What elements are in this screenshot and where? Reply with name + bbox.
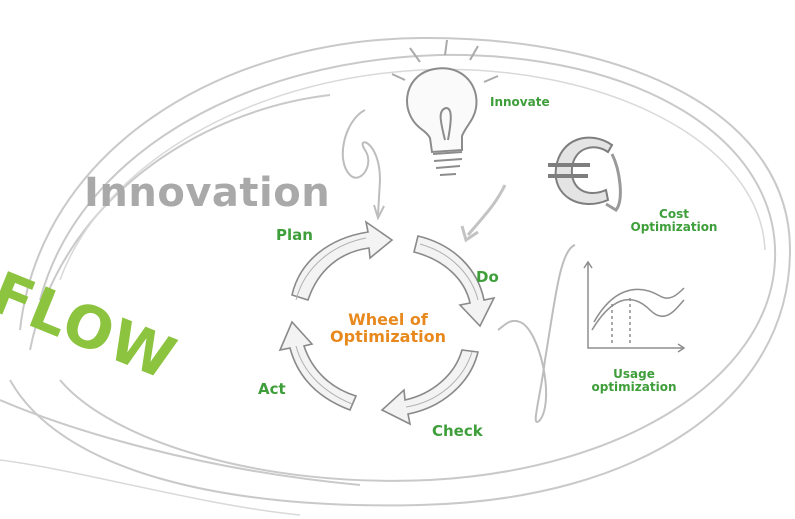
wheel-title-line2: Optimization: [330, 326, 446, 346]
wheel-title: Wheel of Optimization: [318, 310, 458, 346]
arrow-do: [413, 235, 496, 328]
cost-connector: [466, 184, 507, 236]
arrow-check: [380, 349, 479, 426]
innovation-heading: Innovation: [84, 170, 331, 216]
cycle-label-plan: Plan: [276, 226, 313, 244]
cycle-label-act: Act: [258, 380, 286, 398]
usage-label-line2: optimization: [591, 379, 677, 394]
arrow-plan: [291, 220, 394, 301]
usage-graph-icon: [583, 260, 686, 353]
cycle-label-check: Check: [432, 422, 483, 440]
arrow-act: [278, 320, 358, 412]
cycle-label-do: Do: [476, 268, 499, 286]
usage-connector: [497, 244, 576, 423]
usage-label-line1: Usage: [613, 367, 655, 381]
cycle-wheel: [278, 220, 496, 426]
euro-icon: [548, 136, 622, 212]
cost-label-line1: Cost: [659, 207, 689, 221]
wheel-title-line1: Wheel of: [348, 310, 428, 329]
cost-optimization-label: Cost Optimization: [614, 208, 734, 233]
cost-label-line2: Optimization: [630, 219, 718, 234]
usage-optimization-label: Usage optimization: [574, 368, 694, 393]
lightbulb-icon: [391, 39, 499, 176]
innovate-label: Innovate: [490, 95, 550, 109]
innovate-connector: [341, 109, 382, 216]
